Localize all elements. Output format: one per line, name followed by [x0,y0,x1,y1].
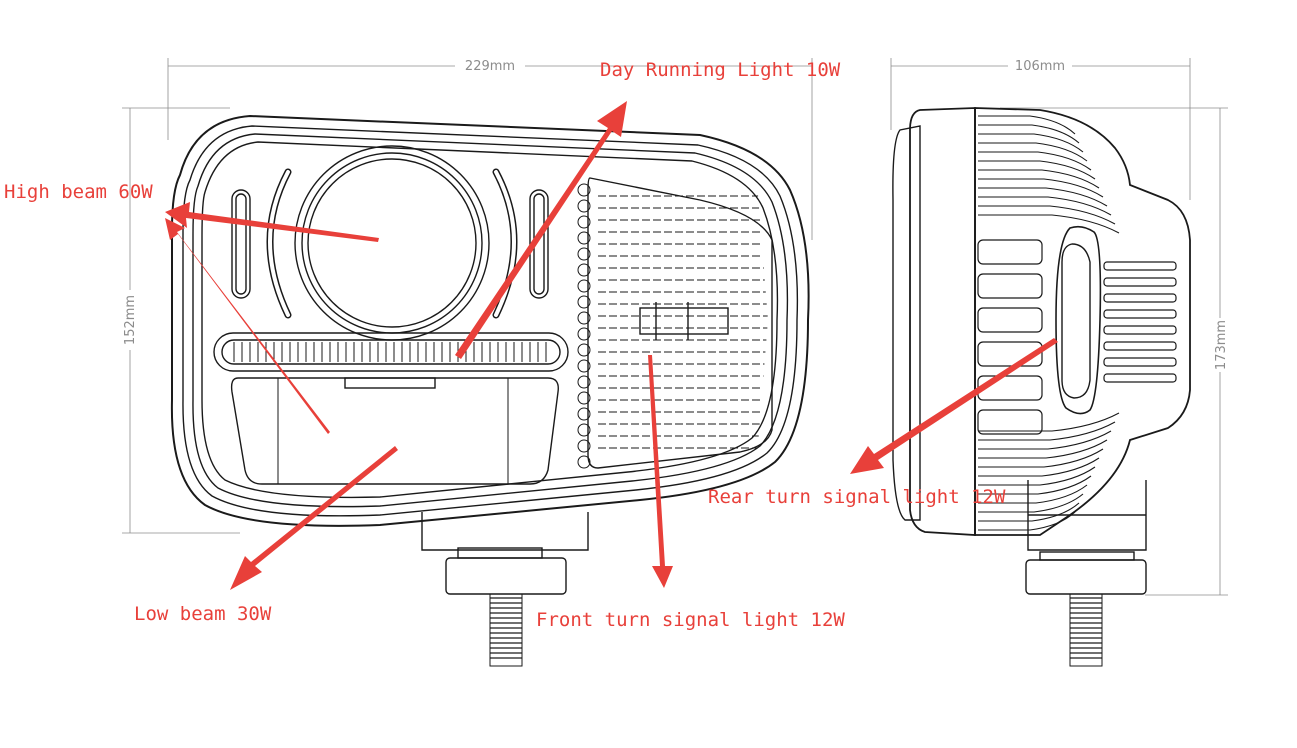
arrow-high-beam-upper [165,202,379,242]
low-beam-reflector [230,377,559,485]
dim-front-width: 229mm [465,59,515,74]
label-high-beam: High beam 60W [4,181,153,203]
side-view [892,107,1191,667]
front-view [170,114,810,667]
high-beam-lens [294,145,490,341]
housing-outer [170,114,810,527]
drl-bar [213,332,569,372]
label-day-running-light: Day Running Light 10W [600,59,841,81]
arrow-rear-turn [850,338,1058,474]
label-rear-turn-signal: Rear turn signal light 12W [708,486,1006,508]
arrow-front-turn [648,355,673,588]
dim-side-height: 173mm [1214,320,1229,370]
label-front-turn-signal: Front turn signal light 12W [536,609,845,631]
front-mount [421,512,589,551]
dim-side-width: 106mm [1015,59,1065,74]
arrow-low-beam [230,446,398,590]
dim-front-height: 152mm [123,295,138,345]
arrow-high-beam-lower [165,218,330,434]
label-low-beam: Low beam 30W [134,603,272,625]
arrow-day-running [455,101,627,359]
dimension-lines [122,58,1228,596]
annotation-arrows [165,101,1058,590]
